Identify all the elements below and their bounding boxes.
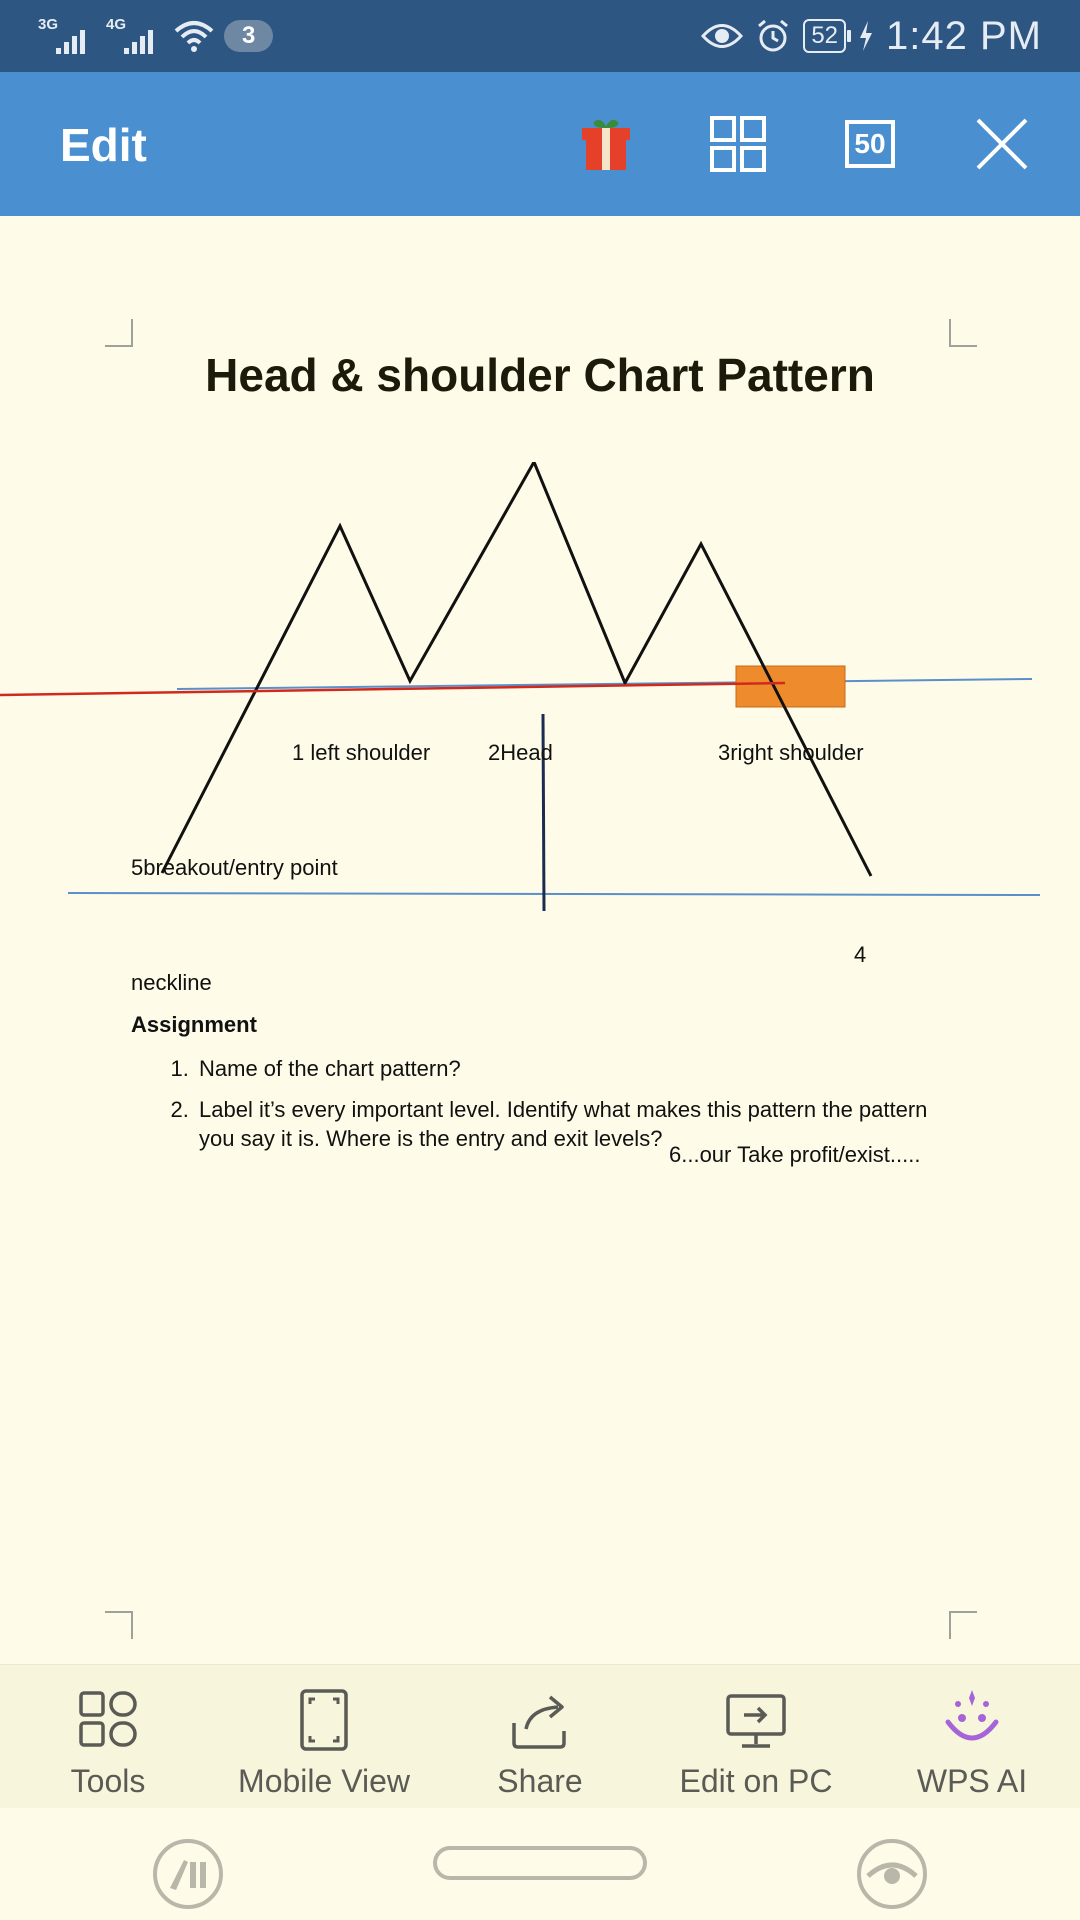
share-button[interactable]: Share — [432, 1665, 648, 1809]
wps-ai-label: WPS AI — [916, 1763, 1028, 1799]
label-four: 4 — [854, 942, 867, 967]
mobile-view-label: Mobile View — [238, 1763, 410, 1799]
document-page[interactable]: Head & shoulder Chart Pattern 1 left sho… — [0, 216, 1080, 1664]
pattern-drawing-svg — [0, 462, 1041, 912]
page-count-button[interactable]: 50 — [838, 112, 902, 176]
home-pill-button[interactable] — [433, 1846, 647, 1880]
page-corner-mark — [949, 319, 977, 347]
entry-box — [735, 665, 846, 708]
alarm-icon — [758, 19, 789, 52]
battery-indicator: 52 — [803, 19, 851, 53]
tools-label: Tools — [70, 1763, 146, 1799]
tools-icon — [79, 1691, 137, 1747]
label-head: 2Head — [488, 740, 553, 765]
mobile-view-icon — [300, 1689, 348, 1751]
gift-icon — [582, 119, 630, 170]
close-icon — [976, 118, 1028, 170]
close-button[interactable] — [970, 112, 1034, 176]
assignment-item: Label it’s every important level. Identi… — [195, 1095, 951, 1153]
assignment-section: Assignment Name of the chart pattern? La… — [131, 1012, 951, 1165]
charging-icon — [860, 21, 873, 51]
assistant-button[interactable] — [152, 1838, 224, 1910]
document-title: Head & shoulder Chart Pattern — [205, 349, 875, 401]
entry-line — [0, 681, 786, 697]
assignment-heading: Assignment — [131, 1012, 257, 1037]
eye-comfort-button[interactable] — [856, 1838, 928, 1910]
page-corner-mark — [105, 1611, 133, 1639]
status-bar: 3G 4G 3 52 1:42 PM — [0, 0, 1080, 72]
label-right-shoulder: 3right shoulder — [718, 740, 864, 765]
assignment-item: Name of the chart pattern? — [195, 1054, 951, 1083]
notification-count-badge: 3 — [224, 20, 274, 52]
grid-view-icon — [710, 116, 766, 172]
label-left-shoulder: 1 left shoulder — [292, 740, 431, 765]
grid-view-button[interactable] — [706, 112, 770, 176]
system-nav-bar — [0, 1808, 1080, 1920]
eye-icon — [701, 24, 744, 48]
header-title: Edit — [60, 119, 147, 171]
label-take-profit: 6...our Take profit/exist..... — [669, 1142, 921, 1167]
wifi-icon — [174, 21, 214, 52]
label-breakout: 5breakout/entry point — [131, 855, 338, 880]
page-corner-mark — [105, 319, 133, 347]
edit-on-pc-label: Edit on PC — [679, 1763, 833, 1799]
mobile-view-button[interactable]: Mobile View — [216, 1665, 432, 1809]
page-count-label: 50 — [854, 128, 886, 159]
signal-4g-icon: 4G — [106, 14, 164, 58]
page-count-icon: 50 — [845, 120, 895, 168]
measure-line — [541, 713, 546, 912]
pattern-drawing: 1 left shoulder 2Head 3right shoulder 5b… — [0, 462, 1080, 1167]
label-neckline: neckline — [131, 970, 212, 995]
target-line — [67, 892, 1041, 896]
signal-3g-icon: 3G — [38, 14, 96, 58]
price-path — [160, 462, 873, 877]
neckline — [176, 678, 1033, 690]
bottom-toolbar: Tools Mobile View Share Ed — [0, 1664, 1080, 1809]
share-icon — [512, 1695, 566, 1749]
app-header: Edit 50 — [0, 72, 1080, 216]
tools-button[interactable]: Tools — [0, 1665, 216, 1809]
wps-ai-icon — [945, 1690, 999, 1741]
share-label: Share — [497, 1763, 583, 1799]
wps-ai-button[interactable]: WPS AI — [864, 1665, 1080, 1809]
page-corner-mark — [949, 1611, 977, 1639]
gift-button[interactable] — [574, 112, 638, 176]
assignment-list: Name of the chart pattern? Label it’s ev… — [131, 1054, 951, 1153]
clock: 1:42 PM — [886, 13, 1042, 58]
edit-on-pc-button[interactable]: Edit on PC — [648, 1665, 864, 1809]
monitor-icon — [726, 1694, 786, 1748]
